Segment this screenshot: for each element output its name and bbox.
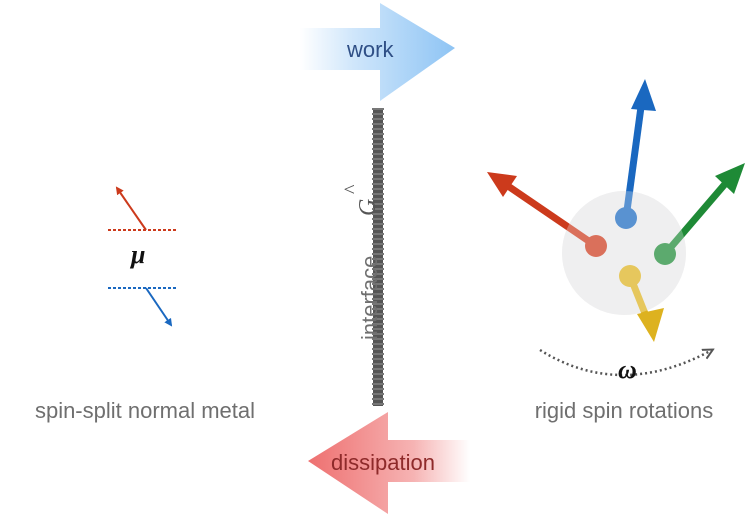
red-spin-head	[487, 172, 517, 197]
interface-label: interface	[357, 255, 382, 340]
dissipation-label: dissipation	[331, 450, 435, 475]
spin-vectors	[487, 79, 745, 342]
omega-symbol: ω	[618, 355, 637, 384]
spin-down-arrow	[145, 287, 173, 327]
green-spin-head	[715, 163, 745, 194]
yellow-spin-head	[637, 308, 664, 342]
magnet-sphere	[562, 191, 686, 315]
spin-up-arrow	[115, 186, 147, 231]
normal-metal-label: spin-split normal metal	[34, 398, 256, 423]
work-arrow	[300, 3, 455, 101]
interface-wall	[373, 108, 383, 406]
mu-symbol: μ	[131, 240, 146, 269]
dissipation-arrow	[308, 412, 470, 514]
blue-spin-head	[631, 79, 656, 111]
rotation-arrow	[539, 350, 712, 377]
interface-symbol-accent: ^	[341, 184, 363, 194]
work-label: work	[347, 37, 394, 62]
interface-symbol: G^	[341, 184, 381, 216]
spin-rotations-label: rigid spin rotations	[534, 398, 714, 423]
